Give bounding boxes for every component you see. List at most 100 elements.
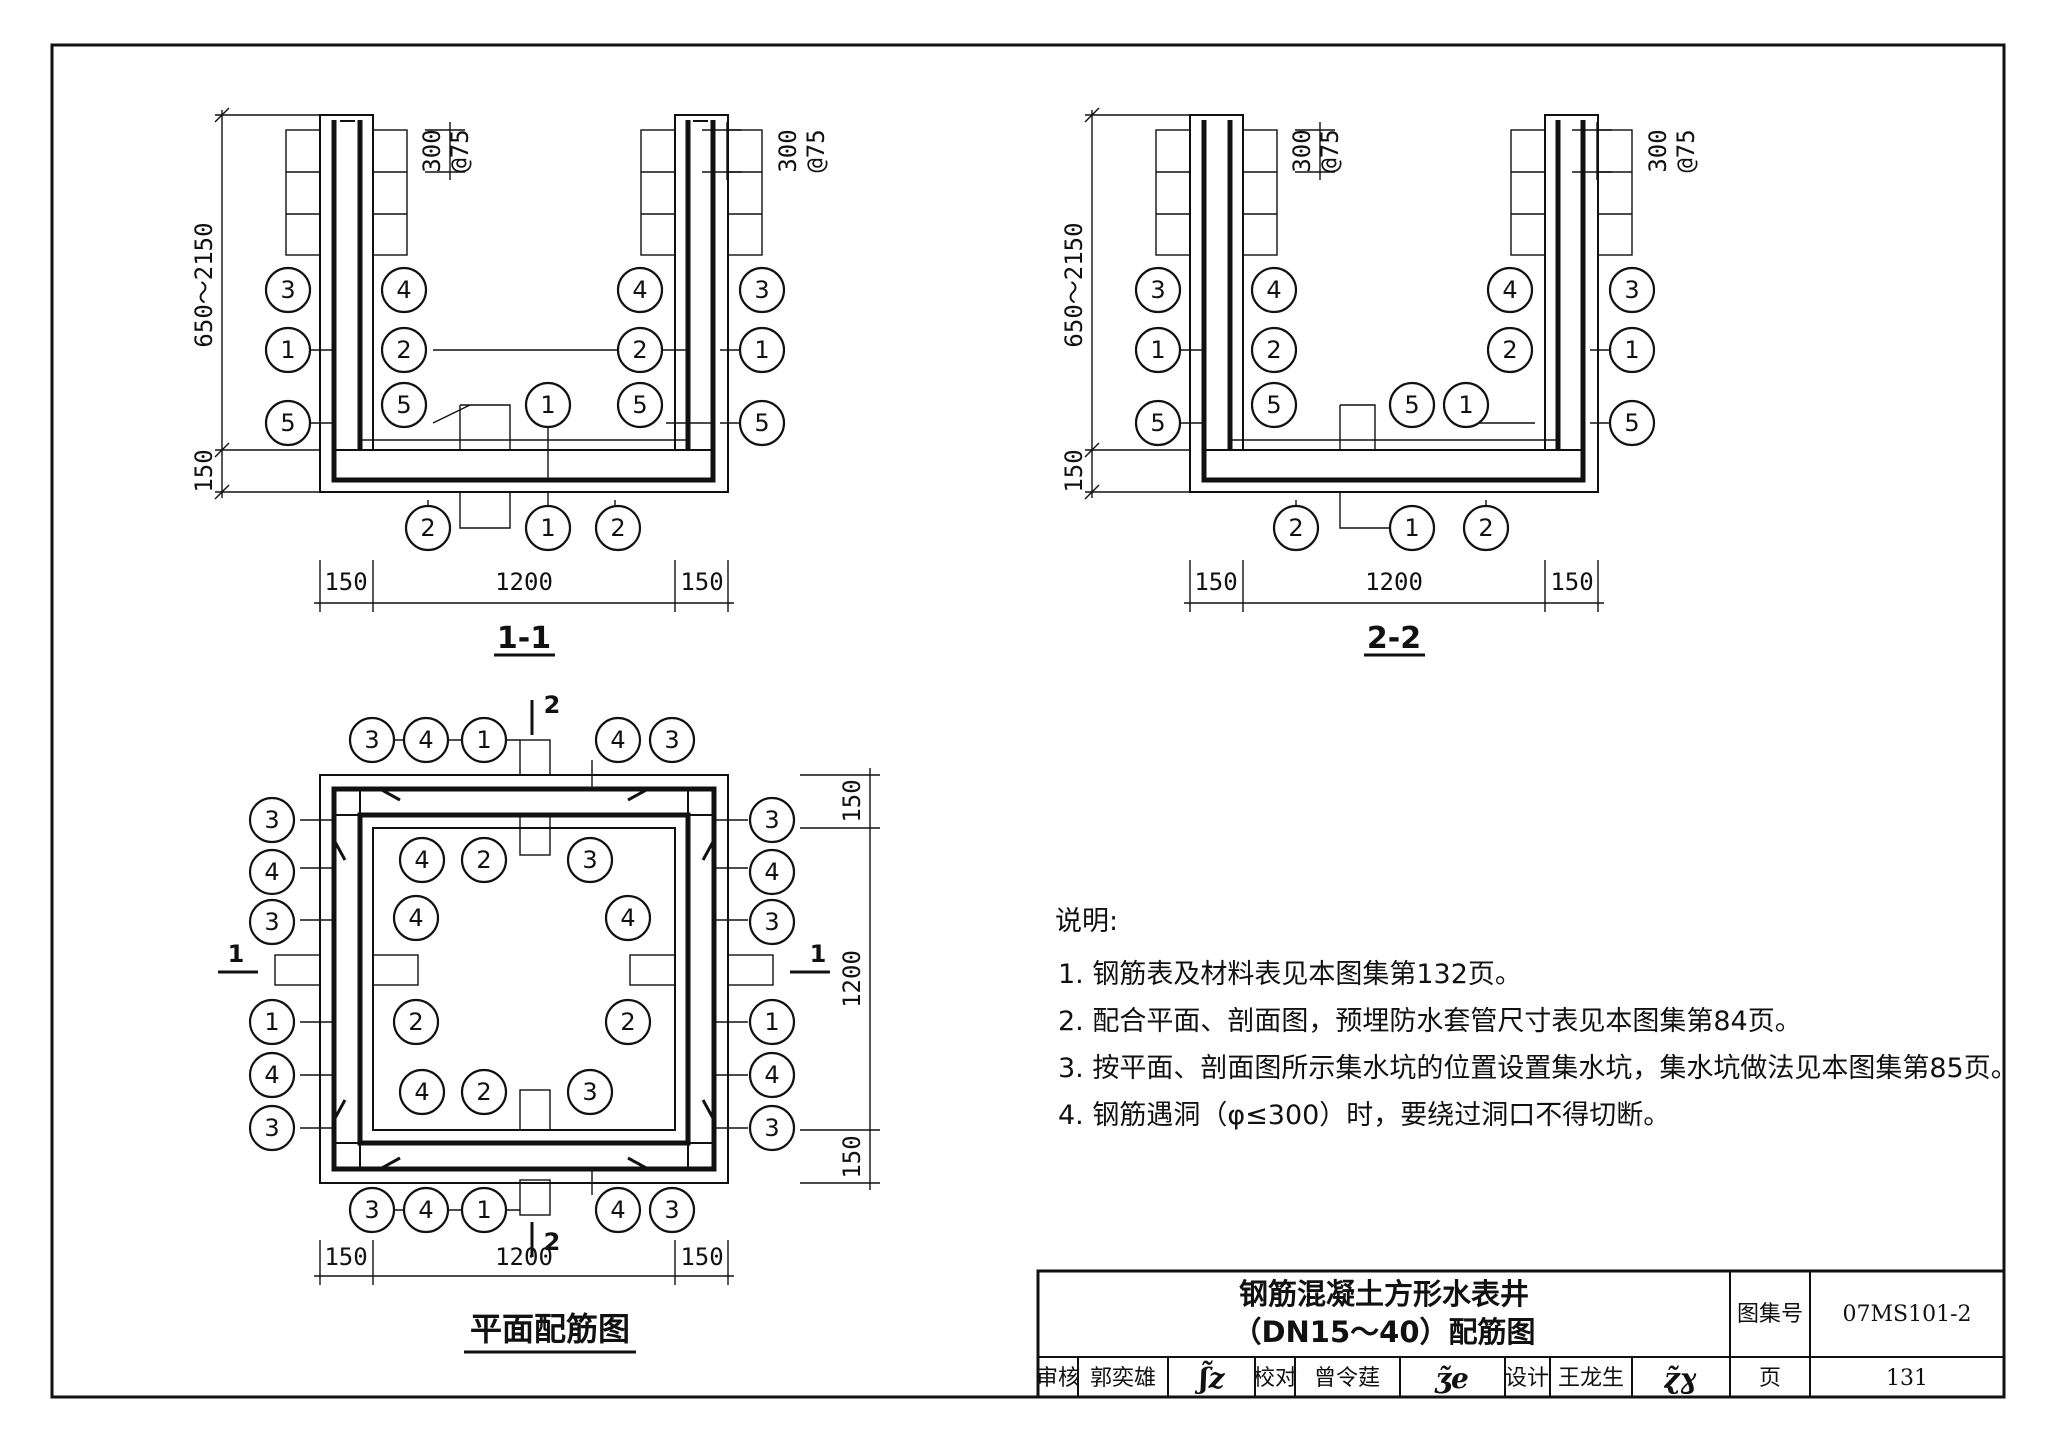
width-dim-middle: 1200 — [1365, 568, 1423, 596]
svg-text:1: 1 — [754, 336, 769, 364]
section-mark-2-top: 2 — [544, 691, 561, 719]
spacing-dimension-right: 300 — [774, 129, 802, 172]
bar-spacing-right: @75 — [1672, 129, 1700, 172]
width-dim-right: 150 — [1550, 568, 1593, 596]
svg-text:2: 2 — [1266, 336, 1281, 364]
height-dimension: 650～2150 — [1060, 222, 1088, 347]
svg-text:3: 3 — [1150, 276, 1165, 304]
svg-text:3: 3 — [764, 806, 779, 834]
svg-text:4: 4 — [396, 276, 411, 304]
svg-text:4: 4 — [414, 1078, 429, 1106]
spacing-dimension-right: 300 — [1644, 129, 1672, 172]
svg-text:3: 3 — [664, 1196, 679, 1224]
rebar-callouts: 3 1 5 4 2 5 1 4 2 5 3 1 5 2 1 2 — [264, 266, 786, 552]
design-label: 设计 — [1505, 1366, 1549, 1391]
page-number: 131 — [1886, 1366, 1928, 1391]
rebar-callouts: 3 1 5 4 2 5 5 1 4 2 3 1 5 2 1 2 — [1134, 266, 1656, 552]
notes-heading: 说明: — [1055, 906, 1118, 937]
svg-text:4: 4 — [764, 1061, 779, 1089]
svg-text:5: 5 — [1624, 409, 1639, 437]
svg-text:1: 1 — [540, 391, 555, 419]
section-title: 2-2 — [1367, 621, 1421, 656]
svg-text:5: 5 — [754, 409, 769, 437]
svg-text:3: 3 — [582, 1078, 597, 1106]
plan-title: 平面配筋图 — [470, 1310, 630, 1348]
svg-text:2: 2 — [610, 514, 625, 542]
section-mark-1-left: 1 — [228, 940, 245, 968]
svg-text:1: 1 — [1404, 514, 1419, 542]
svg-text:2: 2 — [1478, 514, 1493, 542]
width-dim-right: 150 — [680, 1243, 723, 1271]
svg-text:3: 3 — [764, 1114, 779, 1142]
svg-text:4: 4 — [264, 858, 279, 886]
svg-text:2: 2 — [476, 846, 491, 874]
svg-text:1: 1 — [1624, 336, 1639, 364]
svg-text:5: 5 — [632, 391, 647, 419]
svg-text:5: 5 — [280, 409, 295, 437]
svg-text:3: 3 — [582, 846, 597, 874]
note-item: 4. 钢筋遇洞（φ≤300）时，要绕过洞口不得切断。 — [1058, 1100, 1670, 1131]
svg-text:1: 1 — [1150, 336, 1165, 364]
svg-text:1: 1 — [540, 514, 555, 542]
svg-text:4: 4 — [764, 858, 779, 886]
note-item: 3. 按平面、剖面图所示集水坑的位置设置集水坑，集水坑做法见本图集第85页。 — [1058, 1053, 2018, 1084]
svg-text:4: 4 — [610, 726, 625, 754]
drawing-subtitle: （DN15～40）配筋图 — [1232, 1315, 1535, 1349]
bar-spacing-right: @75 — [802, 129, 830, 172]
notes: 说明: 1. 钢筋表及材料表见本图集第132页。 2. 配合平面、剖面图，预埋防… — [1055, 906, 2018, 1131]
atlas-label: 图集号 — [1737, 1302, 1803, 1327]
section-2-2: 650～2150 150 300 @75 300 @75 150 1200 15… — [1060, 107, 1700, 657]
width-dim-left: 150 — [324, 568, 367, 596]
section-mark-1-right: 1 — [810, 940, 827, 968]
svg-text:5: 5 — [1404, 391, 1419, 419]
svg-text:2: 2 — [1288, 514, 1303, 542]
svg-text:4: 4 — [1502, 276, 1517, 304]
svg-text:3: 3 — [264, 1114, 279, 1142]
svg-text:2: 2 — [632, 336, 647, 364]
checker-signature: ʒ̃e — [1434, 1362, 1469, 1395]
title-block: 钢筋混凝土方形水表井 （DN15～40）配筋图 图集号 07MS101-2 页 … — [1036, 1269, 2006, 1399]
svg-text:3: 3 — [364, 726, 379, 754]
svg-text:2: 2 — [1502, 336, 1517, 364]
width-dim-left: 150 — [324, 1243, 367, 1271]
section-1-1: 650～2150 150 300 @75 300 @75 150 1200 15… — [190, 107, 830, 657]
svg-text:4: 4 — [408, 904, 423, 932]
svg-text:3: 3 — [364, 1196, 379, 1224]
reviewer-name: 郭奕雄 — [1090, 1366, 1156, 1391]
svg-text:1: 1 — [764, 1008, 779, 1036]
svg-text:4: 4 — [414, 846, 429, 874]
bar-spacing: @75 — [446, 129, 474, 172]
svg-text:4: 4 — [620, 904, 635, 932]
svg-text:4: 4 — [264, 1061, 279, 1089]
base-dimension: 150 — [1060, 449, 1088, 492]
section-mark-2-bottom: 2 — [544, 1228, 561, 1256]
atlas-number: 07MS101-2 — [1842, 1302, 1971, 1327]
spacing-dimension: 300 — [418, 129, 446, 172]
designer-name: 王龙生 — [1558, 1366, 1624, 1391]
page-label: 页 — [1759, 1366, 1781, 1391]
svg-text:1: 1 — [1458, 391, 1473, 419]
check-label: 校对 — [1253, 1366, 1297, 1391]
svg-text:3: 3 — [1624, 276, 1639, 304]
svg-text:5: 5 — [1266, 391, 1281, 419]
svg-text:4: 4 — [418, 1196, 433, 1224]
width-dim-right: 150 — [680, 568, 723, 596]
svg-text:1: 1 — [476, 726, 491, 754]
svg-text:2: 2 — [420, 514, 435, 542]
svg-text:5: 5 — [1150, 409, 1165, 437]
svg-text:2: 2 — [396, 336, 411, 364]
svg-text:3: 3 — [280, 276, 295, 304]
svg-text:5: 5 — [396, 391, 411, 419]
height-dim-top: 150 — [838, 779, 866, 822]
note-item: 2. 配合平面、剖面图，预埋防水套管尺寸表见本图集第84页。 — [1058, 1006, 1802, 1037]
drawing-title: 钢筋混凝土方形水表井 — [1239, 1277, 1529, 1311]
plan-reinforcement: 2 2 1 1 150 1200 150 150 1200 150 平面配筋图 — [218, 691, 880, 1354]
height-dim-bottom: 150 — [838, 1135, 866, 1178]
reviewer-signature: ʃ̃z — [1194, 1360, 1225, 1395]
sheet-border — [50, 43, 2006, 1399]
note-item: 1. 钢筋表及材料表见本图集第132页。 — [1058, 959, 1522, 990]
rebar-callouts: 3 4 1 4 3 3 4 3 1 4 3 3 4 3 1 4 3 4 2 3 … — [248, 716, 796, 1234]
svg-text:1: 1 — [280, 336, 295, 364]
svg-text:3: 3 — [754, 276, 769, 304]
